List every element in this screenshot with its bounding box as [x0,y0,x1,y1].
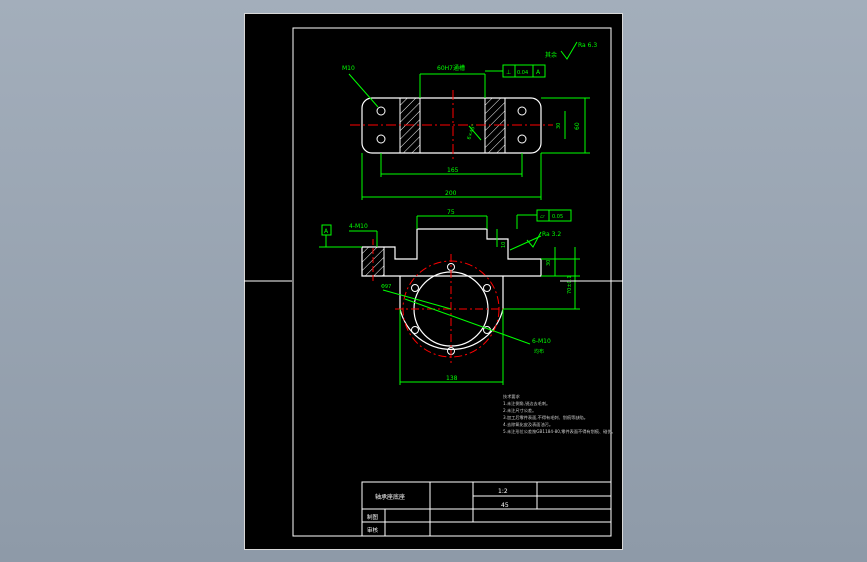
svg-text:0.05: 0.05 [552,214,563,220]
front-body-outline [361,228,542,277]
svg-text:1.未注倒角,锐边去毛刺。: 1.未注倒角,锐边去毛刺。 [503,400,550,407]
hole-bl [376,134,386,144]
dim-30b-text: 30 [546,260,552,266]
svg-text:⏥: ⏥ [540,213,545,220]
svg-text:0.04: 0.04 [517,70,528,76]
part-name: 轴承座底座 [375,493,405,501]
hole-tr [517,106,527,116]
dim-138-text: 138 [446,375,458,382]
dim-75-text: 75 [447,209,455,216]
svg-text:5.未注形位公差按GB1184-80,零件表面不得有划痕、碰: 5.未注形位公差按GB1184-80,零件表面不得有划痕、碰伤。 [503,428,616,435]
bolt-hole-5 [411,326,419,334]
check-label: 审核 [367,526,379,534]
front-view: A 4-M10 75 10 ⏥ 0 [319,209,580,385]
drawing-frame [292,27,612,537]
dim-30-text: 30 [556,123,562,129]
technical-notes: 技术要求 1.未注倒角,锐边去毛刺。 2.未注尺寸公差。 3.加工后零件表面,不… [503,393,616,435]
roughness-label: 其余 [545,51,557,59]
hole-tl [376,106,386,116]
angle-label: 6×45° [466,123,477,141]
drawn-label: 制图 [367,513,379,521]
material: 45 [501,502,509,509]
bolt-hole-2 [483,284,491,292]
svg-text:A: A [324,228,329,235]
slot-label: 60H7通槽 [437,64,465,72]
hole-label: M10 [342,65,355,72]
flatness-frame: ⏥ 0.05 [516,209,572,229]
svg-text:⊥: ⊥ [506,69,511,76]
bolt-hole-6 [411,284,419,292]
tolerance-frame: ⊥ 0.04 A [485,64,546,78]
dim-10-text: 10 [501,242,507,248]
roughness-value: Ra 6.3 [578,42,597,49]
svg-text:4.去除氧化皮及表面油污。: 4.去除氧化皮及表面油污。 [503,421,553,428]
hole-pattern-note: 均布 [534,348,544,355]
scale: 1:2 [498,488,508,495]
base-plate-outline [361,97,542,154]
dim-70-text: 70±0.1 [567,275,573,294]
drawing-sheet: 165 200 60 30 60H7通槽 ⊥ [244,13,623,550]
hole-leader [348,73,379,108]
dim-165-text: 165 [447,167,459,174]
boss-outline [399,276,504,351]
hole-pattern-label: 6-M10 [532,338,551,345]
svg-text:2.未注尺寸公差。: 2.未注尺寸公差。 [503,407,536,414]
svg-text:技术要求: 技术要求 [503,393,521,400]
top-view: 165 200 60 30 60H7通槽 ⊥ [342,41,597,200]
roughness-icon [560,41,578,60]
pcd-label: Φ97 [381,284,391,290]
dim-60-text: 60 [574,122,581,130]
hole-pattern-leader [404,298,531,345]
hole-br [517,134,527,144]
technical-drawing: 165 200 60 30 60H7通槽 ⊥ [292,27,616,537]
svg-text:3.加工后零件表面,不得有毛刺、划痕等缺陷。: 3.加工后零件表面,不得有毛刺、划痕等缺陷。 [503,414,588,421]
roughness-value-2: Ra 3.2 [542,231,561,238]
dim-200-text: 200 [445,190,457,197]
thread-label: 4-M10 [349,223,368,230]
svg-text:A: A [536,69,541,76]
title-block: 轴承座底座 1:2 45 制图 审核 [361,481,612,537]
